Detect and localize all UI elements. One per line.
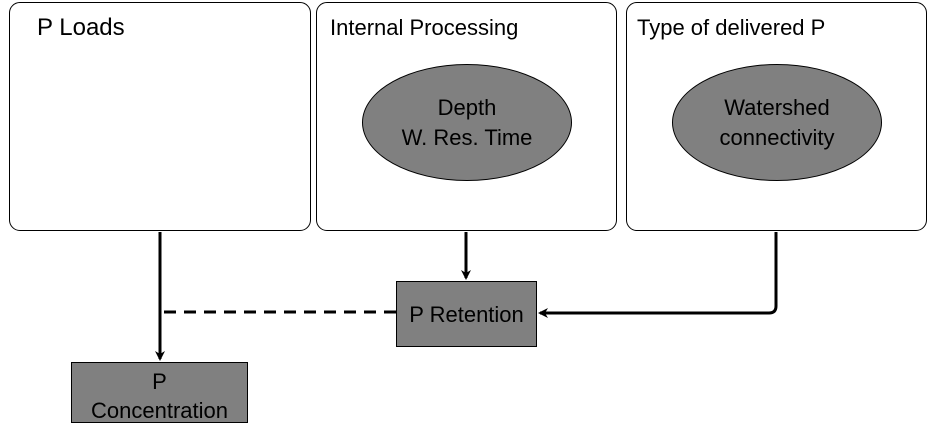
ellipse-depth-residence-time: Depth W. Res. Time	[362, 64, 572, 181]
ellipse-watershed-connectivity: Watershed connectivity	[672, 64, 882, 181]
ellipse-watershed-line2: connectivity	[719, 124, 835, 150]
ellipse-watershed-line1: Watershed	[724, 94, 830, 120]
node-p-retention: P Retention	[396, 281, 537, 347]
arrow-type-to-retention	[538, 232, 778, 318]
ellipse-depth-line2: W. Res. Time	[401, 124, 533, 150]
node-p-concentration-line1: P	[152, 369, 167, 394]
node-p-retention-label: P Retention	[409, 301, 524, 327]
panel-type-of-delivered-p: Type of delivered P Watershed connectivi…	[626, 2, 927, 231]
panel-internal-processing: Internal Processing Depth W. Res. Time	[316, 2, 617, 231]
panel-title-p-loads: P Loads	[37, 14, 125, 41]
node-p-concentration: P Concentration	[71, 362, 248, 423]
node-p-concentration-line2: Concentration	[91, 398, 228, 423]
panel-title-internal-processing: Internal Processing	[330, 15, 519, 40]
panel-title-type-of-delivered-p: Type of delivered P	[637, 15, 826, 40]
ellipse-depth-line1: Depth	[437, 94, 497, 120]
panel-p-loads: P Loads	[9, 2, 311, 231]
